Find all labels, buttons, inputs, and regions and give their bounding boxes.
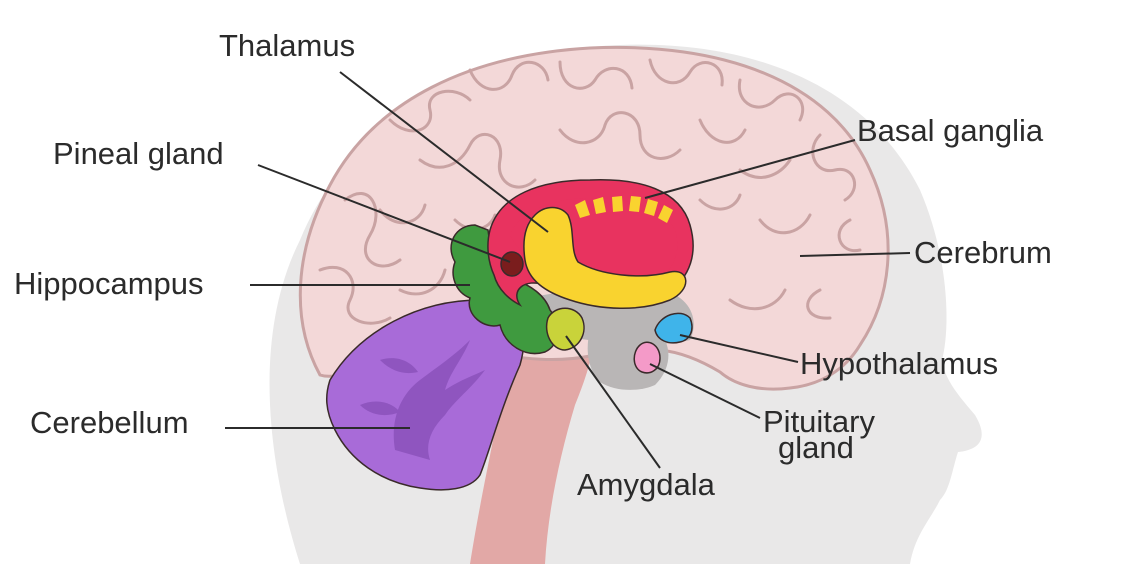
basal-ganglia-stripes — [575, 196, 673, 223]
label-hippocampus: Hippocampus — [14, 266, 204, 301]
label-thalamus: Thalamus — [219, 28, 355, 63]
cerebrum-folds — [318, 58, 862, 325]
leader-pituitary — [649, 363, 761, 419]
leader-hypothalamus — [679, 334, 799, 363]
label-cerebrum: Cerebrum — [914, 235, 1052, 270]
leader-amygdala — [565, 335, 661, 469]
leader-pineal — [257, 164, 511, 263]
leader-cerebrum — [799, 252, 911, 257]
label-basal-ganglia: Basal ganglia — [857, 113, 1044, 148]
cerebellum-arbor — [360, 340, 485, 460]
label-hypothalamus: Hypothalamus — [800, 346, 998, 381]
pineal-gland — [500, 251, 524, 277]
label-amygdala: Amygdala — [577, 467, 716, 502]
label-pituitary-line1: Pituitary — [763, 404, 875, 439]
label-pituitary-line2: gland — [778, 430, 854, 465]
amygdala — [545, 307, 585, 351]
leader-thalamus — [339, 71, 549, 233]
leader-basal-ganglia — [644, 139, 856, 199]
label-cerebellum: Cerebellum — [30, 405, 189, 440]
leader-lines — [225, 71, 911, 469]
label-pineal-gland: Pineal gland — [53, 136, 224, 171]
pituitary-gland — [633, 341, 661, 374]
thalamus — [523, 206, 687, 309]
